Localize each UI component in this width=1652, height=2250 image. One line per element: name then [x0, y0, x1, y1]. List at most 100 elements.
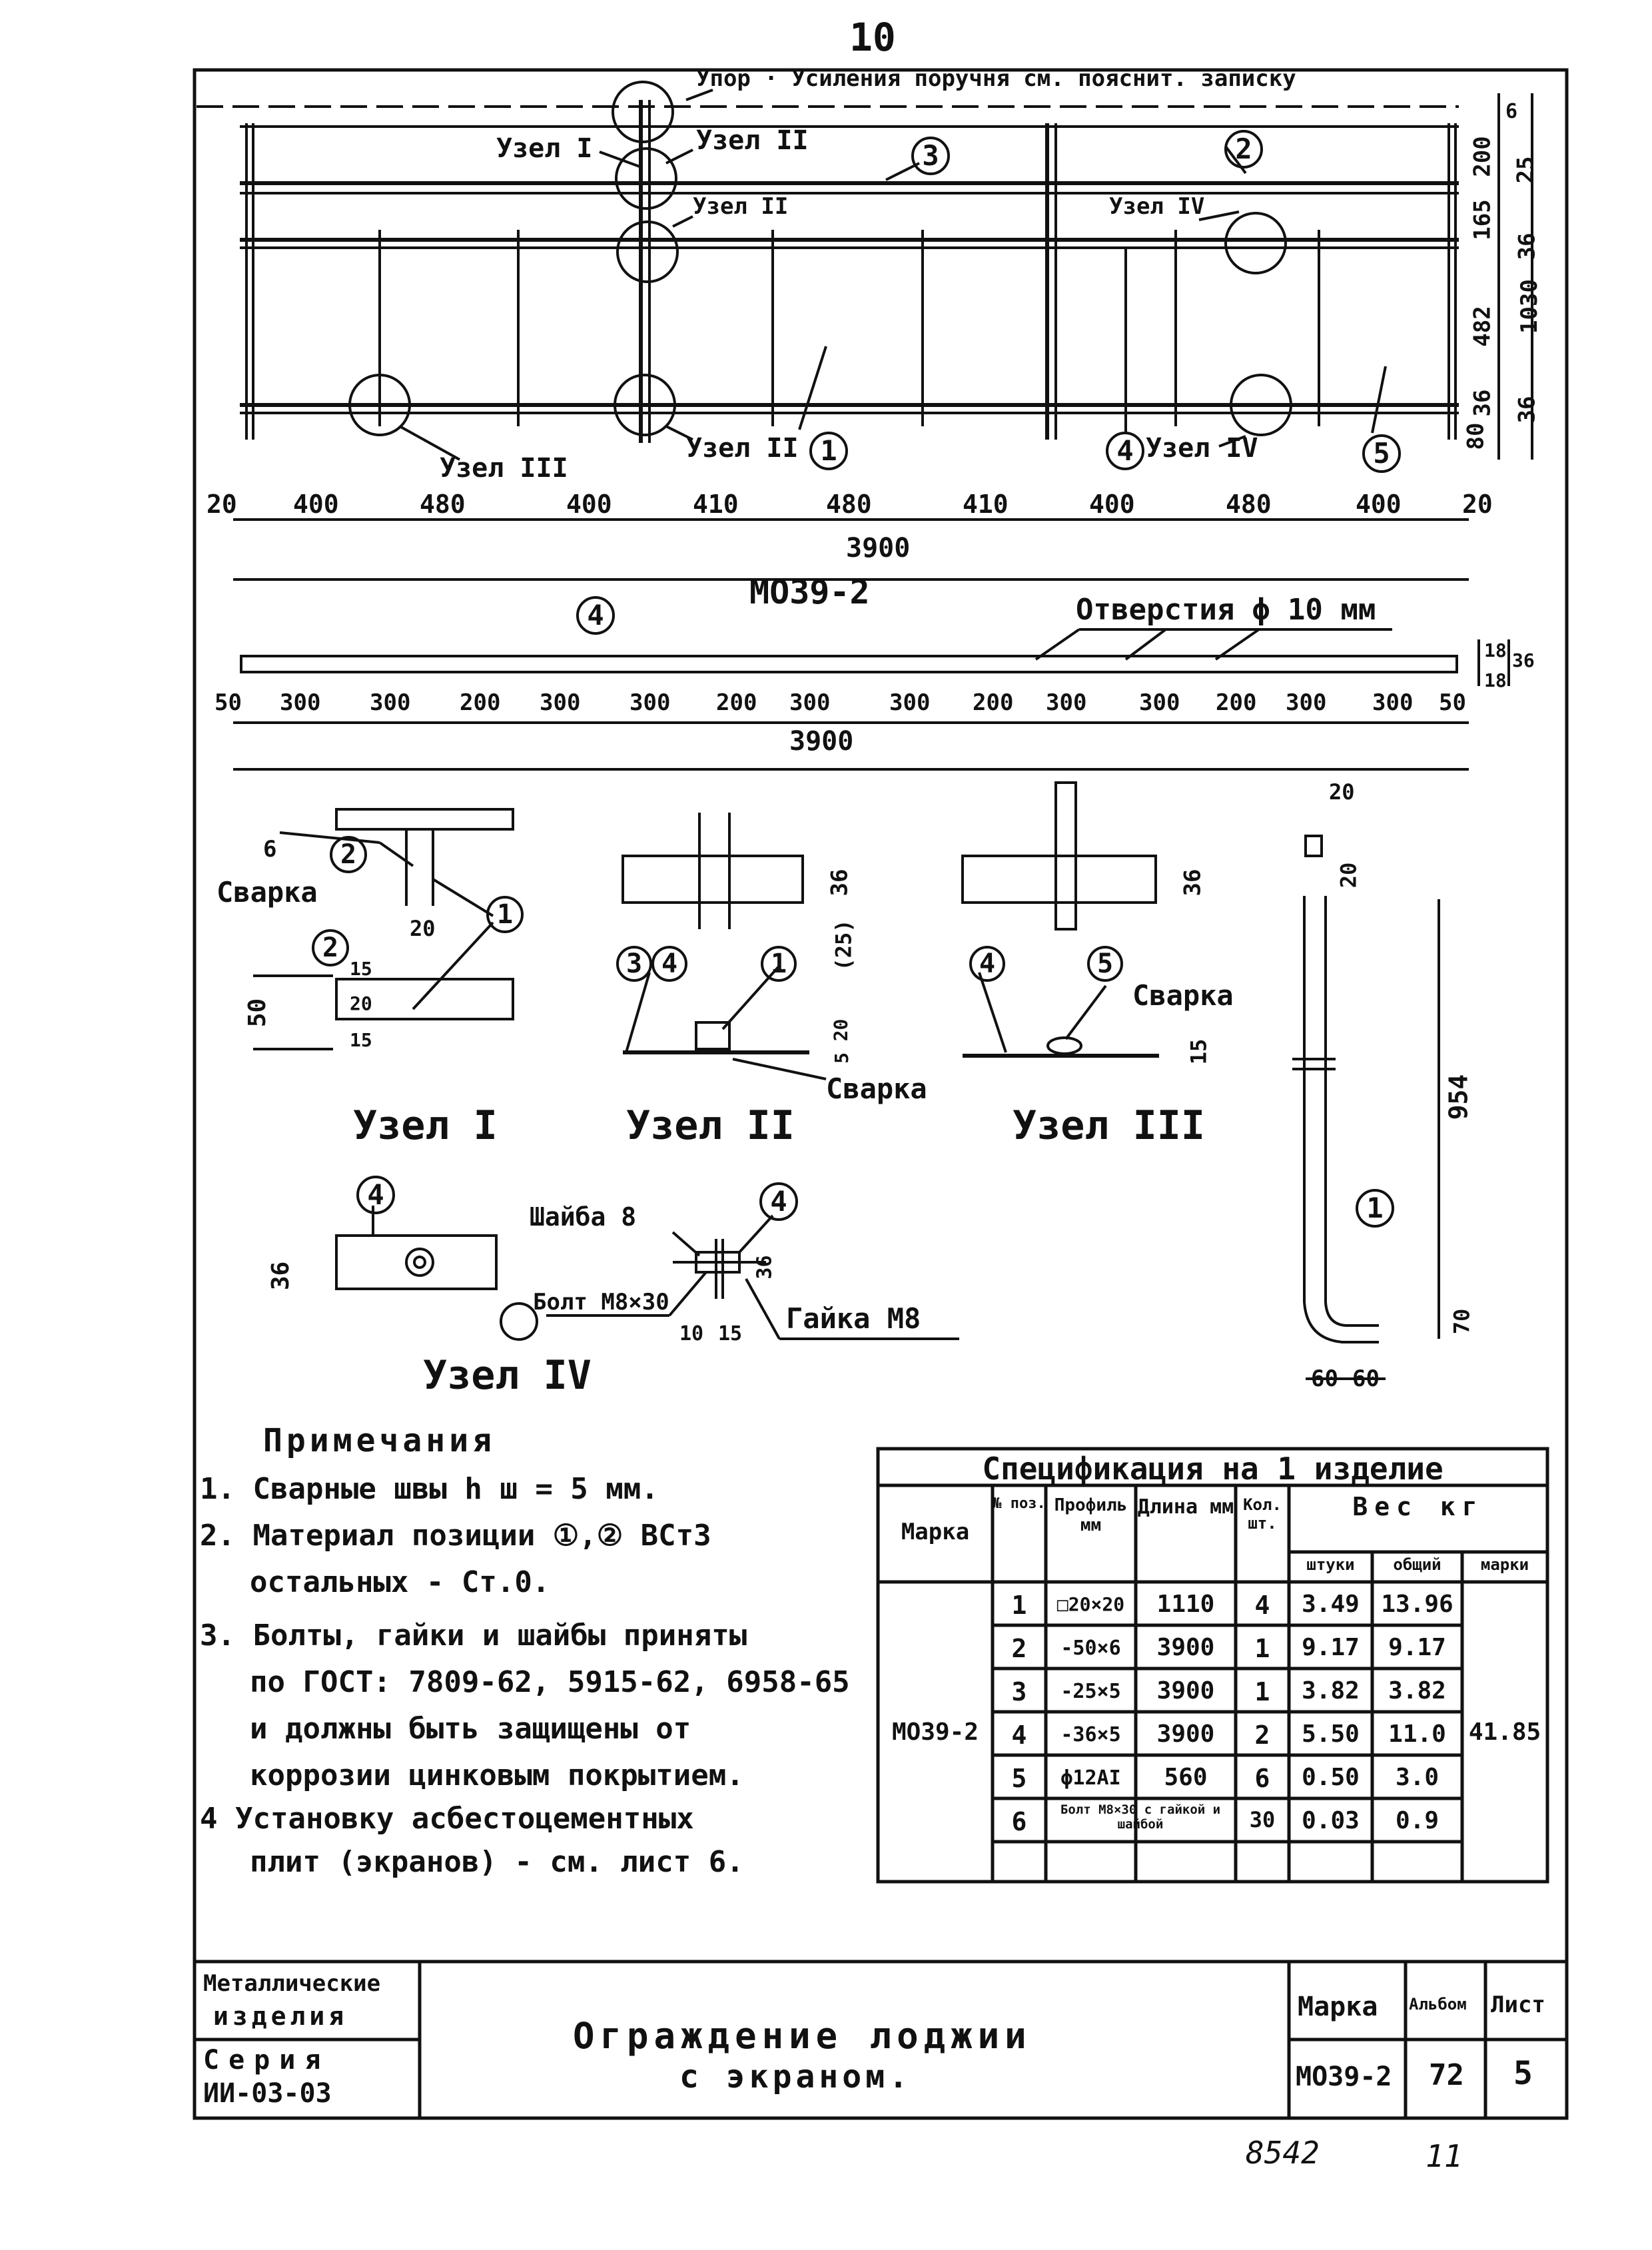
spec-row-5-pos: 5: [1011, 1764, 1027, 1793]
n2-dim-4: 5: [830, 1052, 853, 1064]
tb-title-2: с экраном.: [679, 2058, 912, 2095]
spec-row-4-length: 3900: [1156, 1720, 1215, 1748]
spec-mark-weight: 41.85: [1468, 1718, 1541, 1746]
position-4-marker: 4: [1106, 432, 1144, 470]
position-2-marker: 2: [1224, 130, 1263, 169]
spec-row-5-qty: 6: [1254, 1764, 1270, 1793]
n2-pos-1: 1: [761, 946, 797, 982]
spec-row-3-pos: 3: [1011, 1677, 1027, 1706]
n1-dim-3: 50: [244, 998, 272, 1028]
d1-rdim-8: 36: [1469, 389, 1496, 417]
d1-dim-11: 20: [1462, 490, 1493, 519]
spec-row-5-profile: ϕ12AI: [1060, 1766, 1121, 1790]
d2-dim-6: 300: [629, 689, 671, 716]
tb-album-label: Альбом: [1409, 1995, 1467, 2014]
d2-dim-8: 300: [789, 689, 831, 716]
spec-row-1-profile: □20×20: [1056, 1593, 1125, 1615]
d2-dim-2: 300: [280, 689, 321, 716]
n1-dim-4: 15: [350, 958, 372, 980]
washer-label: Шайба 8: [530, 1202, 637, 1232]
rod-dim-6: 60: [1352, 1365, 1380, 1392]
tb-title-1: Ограждение лоджии: [573, 2015, 1032, 2057]
rod-dim-5: 60: [1311, 1365, 1338, 1392]
n4-dim-4: 15: [718, 1322, 743, 1345]
d1-dim-1: 20: [206, 490, 237, 519]
note-line-5: по ГОСТ: 7809-62, 5915-62, 6958-65: [250, 1665, 850, 1699]
n1-weld-label: Сварка: [216, 876, 318, 909]
tb-category-1: Металлические: [203, 1970, 381, 1997]
node-label-1: Узел I: [496, 133, 593, 164]
d1-rdim-5: 36: [1513, 232, 1541, 260]
spec-row-1-pos: 1: [1011, 1591, 1027, 1620]
node-label-4: Узел IV: [1109, 193, 1205, 220]
d2-rdim-3: 36: [1512, 649, 1535, 671]
spec-row-2-profile: -50×6: [1060, 1637, 1121, 1660]
d2-dim-1: 50: [214, 689, 242, 716]
spec-row-6-total: 0.9: [1395, 1807, 1440, 1834]
spec-row-3-total: 3.82: [1388, 1677, 1446, 1704]
n4-pos-6: [500, 1302, 538, 1341]
spec-row-1-qty: 4: [1254, 1591, 1270, 1620]
node-3-title: Узел III: [1013, 1102, 1205, 1149]
d2-dim-10: 200: [973, 689, 1014, 716]
n4-dim-2: 36: [753, 1255, 777, 1280]
d1-rdim-1: 6: [1505, 100, 1518, 123]
d1-dim-6: 480: [826, 490, 872, 519]
note-line-3: остальных - Ст.0.: [250, 1565, 550, 1599]
n4-pos-4a: 4: [356, 1176, 395, 1214]
tb-series-2: ИИ-03-03: [203, 2078, 332, 2109]
spec-row-4-qty: 2: [1254, 1720, 1270, 1750]
page-number: 10: [849, 15, 896, 60]
spec-header-mark: Марка: [901, 1519, 970, 1545]
spec-mark: МО39-2: [891, 1718, 979, 1746]
node-label-6: Узел II: [686, 433, 799, 464]
node-label-3: Узел II: [693, 193, 789, 220]
tb-mark-value: МО39-2: [1296, 2062, 1392, 2092]
spec-row-1-length: 1110: [1156, 1591, 1215, 1618]
d1-dim-10: 400: [1356, 490, 1402, 519]
rod-dim-3: 954: [1444, 1074, 1473, 1120]
spec-row-4-pos: 4: [1011, 1720, 1027, 1750]
note-line-9: плит (экранов) - см. лист 6.: [250, 1845, 744, 1879]
n1-pos-2b: 2: [312, 929, 349, 966]
spec-row-4-profile: -36×5: [1060, 1723, 1121, 1746]
d2-dim-7: 200: [716, 689, 757, 716]
rod-pos-1: 1: [1356, 1189, 1394, 1228]
d2-rdim-1: 18: [1484, 639, 1507, 661]
footer-number-left: 8542: [1246, 2135, 1320, 2171]
d1-dim-3: 480: [420, 490, 466, 519]
spec-header-w-mark: марки: [1480, 1555, 1529, 1574]
tb-sheet-label: Лист: [1491, 1992, 1545, 2018]
footer-number-right: 11: [1426, 2138, 1463, 2174]
tb-mark-label: Марка: [1298, 1992, 1378, 2022]
n1-dim-5: 20: [350, 992, 372, 1014]
n2-dim-3: 20: [829, 1018, 852, 1042]
d2-dim-16: 50: [1439, 689, 1466, 716]
tb-series-1: Серия: [203, 2045, 330, 2075]
d1-rdim-10: 36: [1513, 396, 1541, 424]
node-4-title: Узел IV: [423, 1352, 592, 1399]
n4-dim-1: 36: [267, 1261, 295, 1291]
spec-row-6-each: 0.03: [1302, 1807, 1360, 1834]
position-5-marker: 5: [1362, 434, 1401, 473]
spec-header-w-total: общий: [1393, 1555, 1442, 1574]
tb-sheet-value: 5: [1513, 2055, 1533, 2092]
spec-row-6-profile: Болт М8×30 с гайкой и шайбой: [1060, 1802, 1221, 1832]
d1-dim-5: 410: [693, 490, 739, 519]
d2-rdim-2: 18: [1484, 669, 1507, 691]
d1-dim-4: 400: [566, 490, 612, 519]
notes-title: Примечания: [263, 1422, 496, 1459]
d1-dim-2: 400: [293, 490, 339, 519]
d1-dim-8: 400: [1089, 490, 1135, 519]
n2-weld-label: Сварка: [826, 1072, 927, 1105]
n3-pos-5: 5: [1087, 946, 1123, 982]
spec-row-1-each: 3.49: [1302, 1591, 1360, 1618]
top-note: Упор · Усиления поручня см. пояснит. зап…: [696, 65, 1296, 92]
position-1-marker: 1: [809, 432, 848, 470]
d1-rdim-6: 482: [1469, 306, 1496, 347]
d2-dim-12: 300: [1139, 689, 1180, 716]
n3-dim-1: 36: [1179, 869, 1206, 897]
spec-row-4-total: 11.0: [1388, 1720, 1446, 1748]
n3-weld-label: Сварка: [1132, 979, 1234, 1012]
